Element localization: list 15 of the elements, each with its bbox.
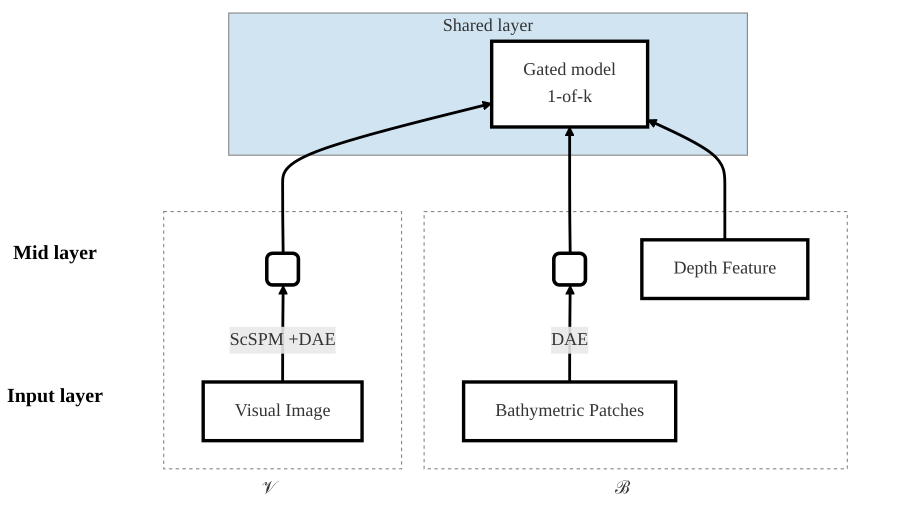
node-label: 𝒱 <box>262 479 276 498</box>
edge-label: ScSPM +DAE <box>230 330 336 350</box>
layer-label: Input layer <box>6 385 104 408</box>
cluster <box>424 211 848 470</box>
node-label: ℬ <box>614 479 630 498</box>
arrow <box>647 119 726 240</box>
node-box: Visual Image <box>202 380 364 442</box>
node-box: Depth Feature <box>640 238 810 300</box>
layer-label: Mid layer <box>12 242 98 265</box>
arrow <box>281 100 492 254</box>
node-box: Gated model 1-of-k <box>490 40 650 129</box>
edge-label: DAE <box>551 330 588 350</box>
cluster <box>163 211 402 470</box>
arrow <box>564 126 575 254</box>
node-box: Bathymetric Patches <box>462 380 678 442</box>
